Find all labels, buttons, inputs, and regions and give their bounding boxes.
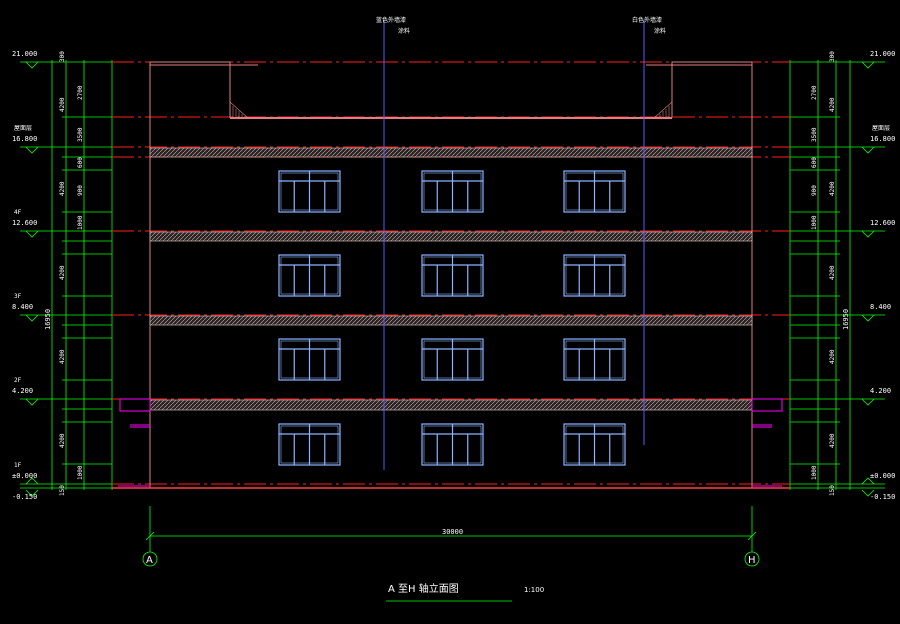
left-floor-dim-0: 4200 xyxy=(59,97,66,112)
building-outline xyxy=(112,61,790,489)
left-elev-3: 8.400 xyxy=(12,303,33,311)
window xyxy=(563,254,626,297)
drawing-title: A 至H 轴立面图 xyxy=(388,582,459,595)
left-detail-dim-3: 900 xyxy=(77,185,84,196)
right-top-dim: 300 xyxy=(829,51,836,62)
right-floor-dim-4: 4200 xyxy=(829,433,836,448)
overall-dimension xyxy=(142,506,760,602)
right-base-dim: 150 xyxy=(829,485,836,496)
windows-group xyxy=(278,170,626,466)
right-floor-dim-1: 4200 xyxy=(829,181,836,196)
window xyxy=(278,338,341,381)
axis-label-left: A xyxy=(146,555,153,566)
callout-label-1: 白色外墙漆 xyxy=(632,16,662,24)
right-detail-dim-3: 900 xyxy=(811,185,818,196)
left-detail-dim-0: 2700 xyxy=(77,85,84,100)
text-labels: 21.000 屋面层 16.800 4F 12.600 3F 8.400 2F … xyxy=(12,16,895,595)
right-elev-name-1: 屋面层 xyxy=(872,125,890,132)
right-floor-dim-3: 4200 xyxy=(829,349,836,364)
right-dimension-system xyxy=(789,60,885,497)
callout-sub-1: 涂料 xyxy=(654,27,666,35)
window xyxy=(563,423,626,466)
window xyxy=(278,170,341,213)
left-elev-name-2: 4F xyxy=(14,209,22,216)
left-total-dim: 16950 xyxy=(44,309,52,330)
window xyxy=(421,170,484,213)
callout-label-0: 蓝色外墙漆 xyxy=(376,16,406,24)
left-floor-dim-3: 4200 xyxy=(59,349,66,364)
left-elev-name-5: 1F xyxy=(14,462,22,469)
window xyxy=(278,254,341,297)
canopy-details xyxy=(118,398,783,487)
left-detail-dim-2: 1000 xyxy=(77,215,84,230)
right-detail-dim-0: 2700 xyxy=(811,85,818,100)
left-elev-name-1: 屋面层 xyxy=(14,125,32,132)
left-floor-dim-1: 4200 xyxy=(59,181,66,196)
right-elev-6: -0.150 xyxy=(870,493,895,501)
left-elev-2: 12.600 xyxy=(12,219,37,227)
left-dimension-system xyxy=(20,60,113,497)
left-elev-1: 16.800 xyxy=(12,135,37,143)
right-floor-dim-2: 4200 xyxy=(829,265,836,280)
right-elev-4: 4.200 xyxy=(870,387,891,395)
right-elev-2: 12.600 xyxy=(870,219,895,227)
left-top-dim: 300 xyxy=(59,51,66,62)
left-elev-name-3: 3F xyxy=(14,293,22,300)
floor-slab-bands xyxy=(149,147,753,411)
right-elev-0: 21.000 xyxy=(870,50,895,58)
drawing-scale: 1:100 xyxy=(524,586,544,594)
left-detail-dim-5: 1000 xyxy=(77,465,84,480)
axis-label-right: H xyxy=(748,555,756,566)
left-elev-0: 21.000 xyxy=(12,50,37,58)
left-elev-6: -0.150 xyxy=(12,493,37,501)
left-elev-5: ±0.000 xyxy=(12,472,37,480)
right-detail-dim-5: 1000 xyxy=(811,465,818,480)
right-elev-5: ±0.000 xyxy=(870,472,895,480)
right-floor-dim-0: 4200 xyxy=(829,97,836,112)
left-floor-dim-4: 4200 xyxy=(59,433,66,448)
left-base-dim: 150 xyxy=(59,485,66,496)
callout-sub-0: 涂料 xyxy=(398,27,410,35)
right-total-dim: 16950 xyxy=(842,309,850,330)
window xyxy=(421,254,484,297)
callout-lines xyxy=(383,20,645,470)
window xyxy=(421,423,484,466)
window xyxy=(563,338,626,381)
roof-hatch xyxy=(229,101,673,119)
overall-dimension-text: 30000 xyxy=(442,528,463,536)
left-elev-4: 4.200 xyxy=(12,387,33,395)
right-detail-dim-2: 1000 xyxy=(811,215,818,230)
right-detail-dim-4: 600 xyxy=(811,157,818,168)
left-detail-dim-1: 3500 xyxy=(77,127,84,142)
level-lines xyxy=(112,61,790,485)
left-floor-dim-2: 4200 xyxy=(59,265,66,280)
window xyxy=(278,423,341,466)
left-elev-name-4: 2F xyxy=(14,377,22,384)
right-elev-1: 16.800 xyxy=(870,135,895,143)
left-detail-dim-4: 600 xyxy=(77,157,84,168)
window xyxy=(563,170,626,213)
right-detail-dim-1: 3500 xyxy=(811,127,818,142)
right-elev-3: 8.400 xyxy=(870,303,891,311)
window xyxy=(421,338,484,381)
